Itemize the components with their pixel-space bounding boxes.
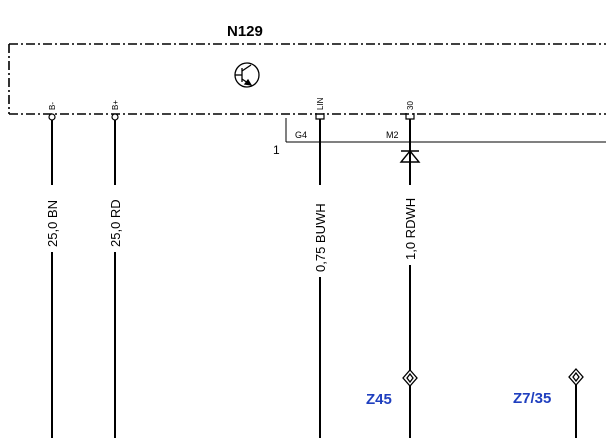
wire-label-buwh: 0,75 BUWH <box>313 203 328 272</box>
connector-label-g4: G4 <box>295 130 307 140</box>
pin-label-lin: LIN <box>316 97 325 110</box>
component-boundary <box>8 43 606 115</box>
pin-label-b-minus: B- <box>48 102 57 110</box>
junction-z7-35-icon <box>568 368 584 386</box>
terminal-b-minus <box>48 113 56 121</box>
terminal-b-plus <box>111 113 119 121</box>
wire-label-rd: 25,0 RD <box>108 199 123 247</box>
pin-label-b-plus: B+ <box>111 100 120 110</box>
reference-label-z7-35: Z7/35 <box>513 390 551 407</box>
wires <box>51 119 577 438</box>
diode-icon <box>399 149 421 163</box>
wire-label-rdwh: 1,0 RDWH <box>403 198 418 260</box>
junction-z45 <box>402 369 418 387</box>
connector-label-m2: M2 <box>386 130 399 140</box>
reference-label-z45: Z45 <box>366 391 392 408</box>
wire-label-bn: 25,0 BN <box>45 200 60 247</box>
diamond-junction-icon <box>402 369 418 387</box>
component-title: N129 <box>227 23 263 40</box>
connector-housing <box>285 118 606 143</box>
connector-number: 1 <box>273 143 280 157</box>
pin-label-30: 30 <box>406 101 415 110</box>
transistor-icon <box>234 62 260 88</box>
